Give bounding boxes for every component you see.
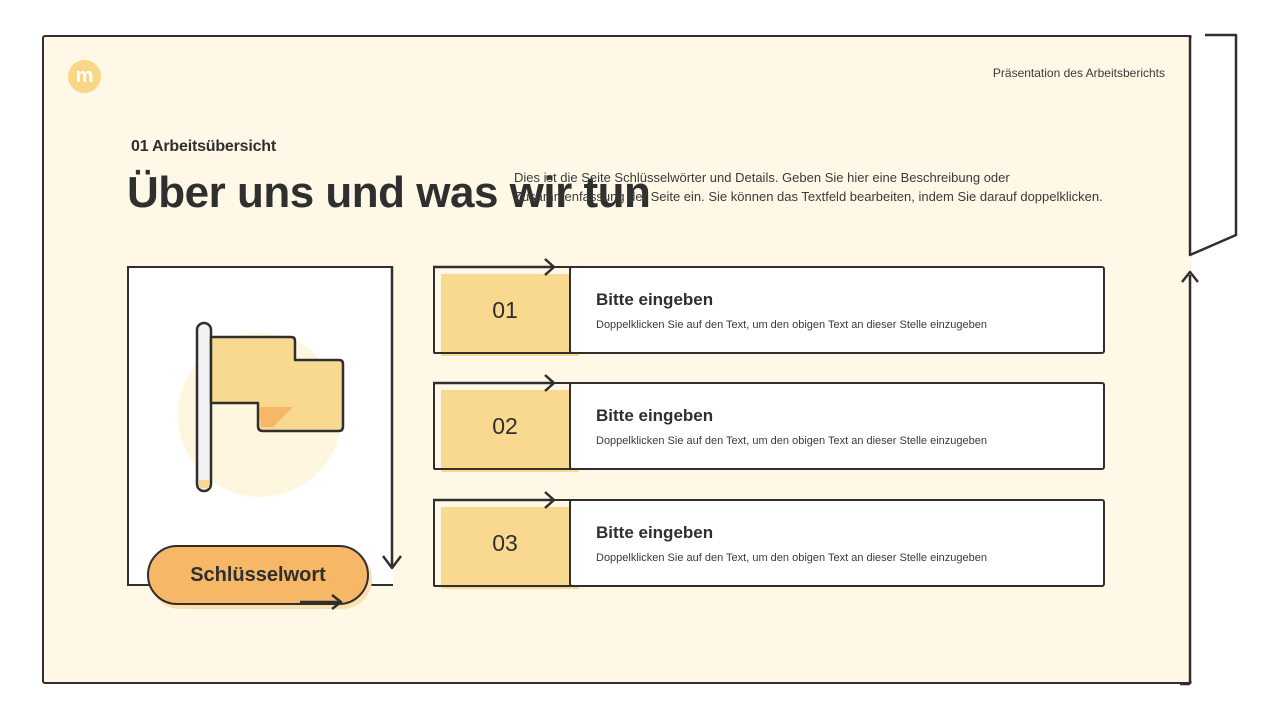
brand-logo: m bbox=[68, 60, 101, 93]
page-title: Über uns und was wir tun bbox=[127, 168, 651, 217]
item-number: 02 bbox=[492, 412, 518, 439]
item-title[interactable]: Bitte eingeben bbox=[596, 290, 714, 309]
number-highlight bbox=[441, 507, 579, 589]
arrow-right-icon bbox=[433, 258, 556, 276]
item-description[interactable]: Doppelklicken Sie auf den Text, um den o… bbox=[596, 435, 987, 447]
arrow-right-icon bbox=[433, 374, 556, 392]
item-title[interactable]: Bitte eingeben bbox=[596, 406, 714, 425]
presentation-title: Präsentation des Arbeitsberichts bbox=[992, 66, 1165, 80]
item-description[interactable]: Doppelklicken Sie auf den Text, um den o… bbox=[596, 552, 987, 564]
keyword-arrow-icon bbox=[300, 594, 343, 610]
list-item[interactable]: 02 Bitte eingeben Doppelklicken Sie auf … bbox=[433, 374, 1105, 472]
arrow-right-icon bbox=[433, 491, 556, 509]
list-item[interactable]: 03 Bitte eingeben Doppelklicken Sie auf … bbox=[433, 491, 1105, 589]
item-text-box[interactable] bbox=[569, 499, 1105, 587]
brand-logo-text: m bbox=[75, 65, 94, 87]
frame-right-edge-arrow bbox=[1180, 33, 1238, 686]
item-title[interactable]: Bitte eingeben bbox=[596, 523, 714, 542]
item-number: 01 bbox=[492, 296, 518, 323]
item-description[interactable]: Doppelklicken Sie auf den Text, um den o… bbox=[596, 319, 987, 331]
number-highlight bbox=[441, 390, 579, 472]
section-description[interactable]: Dies ist die Seite Schlüsselwörter und D… bbox=[514, 170, 1103, 204]
list-item[interactable]: 01 Bitte eingeben Doppelklicken Sie auf … bbox=[433, 258, 1105, 356]
item-text-box[interactable] bbox=[569, 266, 1105, 354]
number-highlight bbox=[441, 274, 579, 356]
section-label: 01 Arbeitsübersicht bbox=[131, 138, 276, 155]
flag-icon bbox=[178, 321, 345, 497]
item-number: 03 bbox=[492, 529, 518, 556]
item-text-box[interactable] bbox=[569, 382, 1105, 470]
card-down-arrow-icon bbox=[382, 266, 402, 570]
